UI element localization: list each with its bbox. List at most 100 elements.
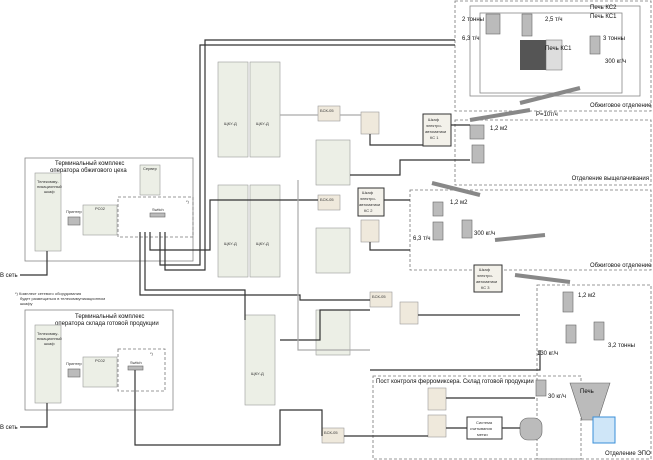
- title: оператора обжигового цеха: [50, 168, 127, 174]
- svg-text:Телекомму-: Телекомму-: [37, 179, 59, 184]
- zone-label: Отделение ЭПО: [605, 451, 651, 457]
- svg-text:шкаф: шкаф: [44, 341, 55, 346]
- svg-text:метки: метки: [477, 432, 488, 437]
- terminal-keypad: [427, 414, 447, 438]
- svg-text:электро-: электро-: [426, 123, 443, 128]
- value-label: 300 кг/ч: [474, 231, 495, 237]
- zone-epo: [536, 284, 652, 460]
- ferromixer: [519, 417, 543, 441]
- value-label: 2 тонны: [462, 17, 484, 23]
- conveyor: [469, 108, 531, 122]
- filter: [562, 291, 574, 313]
- filter: [432, 201, 444, 217]
- conveyor: [514, 273, 571, 284]
- terminal-complex-2: [24, 309, 174, 411]
- filter: [469, 124, 485, 140]
- footnote: шкафу: [20, 301, 33, 306]
- hopper: [485, 13, 501, 35]
- hopper: [589, 35, 601, 55]
- title: оператора склада готовой продукции: [55, 320, 159, 327]
- svg-text:КС 1: КС 1: [430, 135, 439, 140]
- svg-text:Телекомму-: Телекомму-: [37, 331, 59, 336]
- svg-text:PC02: PC02: [95, 206, 106, 211]
- title: Терминальный комплекс: [55, 160, 124, 167]
- svg-text:Шкаф: Шкаф: [428, 117, 440, 122]
- hopper: [432, 221, 444, 241]
- server: [139, 164, 161, 196]
- svg-text:шкаф: шкаф: [44, 189, 55, 194]
- svg-text:ЩКУ-Д: ЩКУ-Д: [256, 121, 269, 126]
- telecom-cabinet: [34, 324, 62, 404]
- svg-text:Принтер: Принтер: [66, 361, 83, 366]
- zone-roasting-top: [454, 0, 652, 112]
- network-out: В сеть: [0, 425, 18, 431]
- zone-label: Отделение выщелачивания: [572, 176, 649, 182]
- svg-text:электро-: электро-: [360, 196, 377, 201]
- svg-text:ЩКУ-Д: ЩКУ-Д: [256, 241, 269, 246]
- printer: [67, 216, 81, 226]
- value-label: 1,2 м2: [490, 126, 508, 132]
- terminal-keypad: [427, 387, 447, 411]
- svg-text:автоматики: автоматики: [425, 129, 446, 134]
- value-label: 30 кг/ч: [548, 394, 566, 400]
- bsk-05: БСК-05: [317, 105, 341, 122]
- network-equipment: [117, 196, 194, 238]
- svg-text:Принтер: Принтер: [66, 209, 83, 214]
- zone-roasting-mid: [409, 189, 652, 271]
- svg-text:ЩКУ-Д: ЩКУ-Д: [224, 241, 237, 246]
- value-label: Р=10т/ч: [536, 112, 558, 118]
- svg-text:Шкаф: Шкаф: [479, 267, 491, 272]
- network-equipment: [117, 348, 166, 392]
- value-label: 3 тонны: [603, 36, 625, 42]
- terminal-keypad: [360, 219, 380, 243]
- value-label: 300 кг/ч: [605, 59, 626, 65]
- svg-text:БСК-05: БСК-05: [324, 430, 338, 435]
- pc: [82, 204, 118, 236]
- conveyor: [431, 181, 481, 197]
- svg-text:электро-: электро-: [477, 273, 494, 278]
- svg-text:автоматики: автоматики: [476, 279, 497, 284]
- conveyor: [494, 233, 546, 242]
- svg-text:никационный: никационный: [37, 184, 62, 189]
- network-out: В сеть: [0, 273, 18, 279]
- value-label: 2,5 т/ч: [545, 17, 563, 23]
- value-label: 6,3 т/ч: [462, 36, 480, 42]
- control-panel: [315, 139, 351, 186]
- control-panel: [315, 227, 351, 274]
- zone-label: Обжиговое отделение: [590, 263, 652, 269]
- footnote: *) Комплект сетевого оборудования: [15, 291, 81, 296]
- svg-text:*): *): [186, 199, 190, 204]
- bsk-05: БСК-05: [369, 291, 393, 308]
- zone-furnace-ks1: [479, 12, 623, 94]
- shku-cabinet-group-2: ЩКУ-Д ЩКУ-Д: [217, 184, 281, 278]
- hopper: [521, 13, 533, 37]
- svg-text:БСК-05: БСК-05: [320, 108, 334, 113]
- value-label: Печь: [580, 389, 594, 395]
- svg-text:PC02: PC02: [95, 358, 106, 363]
- value-label: 1,2 м2: [578, 293, 596, 299]
- pc: [82, 356, 118, 388]
- furnace-ks1-label: Печь КС1: [590, 14, 617, 20]
- switch: [149, 212, 166, 218]
- svg-text:Switch: Switch: [152, 207, 164, 212]
- zone-control-post: [372, 375, 582, 460]
- title: Терминальный комплекс: [75, 313, 144, 320]
- bsk-05: БСК-05: [317, 194, 341, 211]
- shku-cabinet-3: ЩКУ-Д: [244, 314, 276, 406]
- terminal-keypad: [399, 301, 419, 325]
- terminal-keypad: [360, 111, 380, 135]
- switch: [127, 365, 144, 371]
- bsk-05: БСК-05: [321, 427, 345, 444]
- printer: [67, 368, 81, 378]
- svg-text:считывания: считывания: [470, 426, 492, 431]
- value-label: 130 кг/ч: [537, 351, 558, 357]
- svg-text:никационный: никационный: [37, 336, 62, 341]
- value-label: 6,3 т/ч: [413, 236, 431, 242]
- svg-text:Шкаф: Шкаф: [362, 190, 374, 195]
